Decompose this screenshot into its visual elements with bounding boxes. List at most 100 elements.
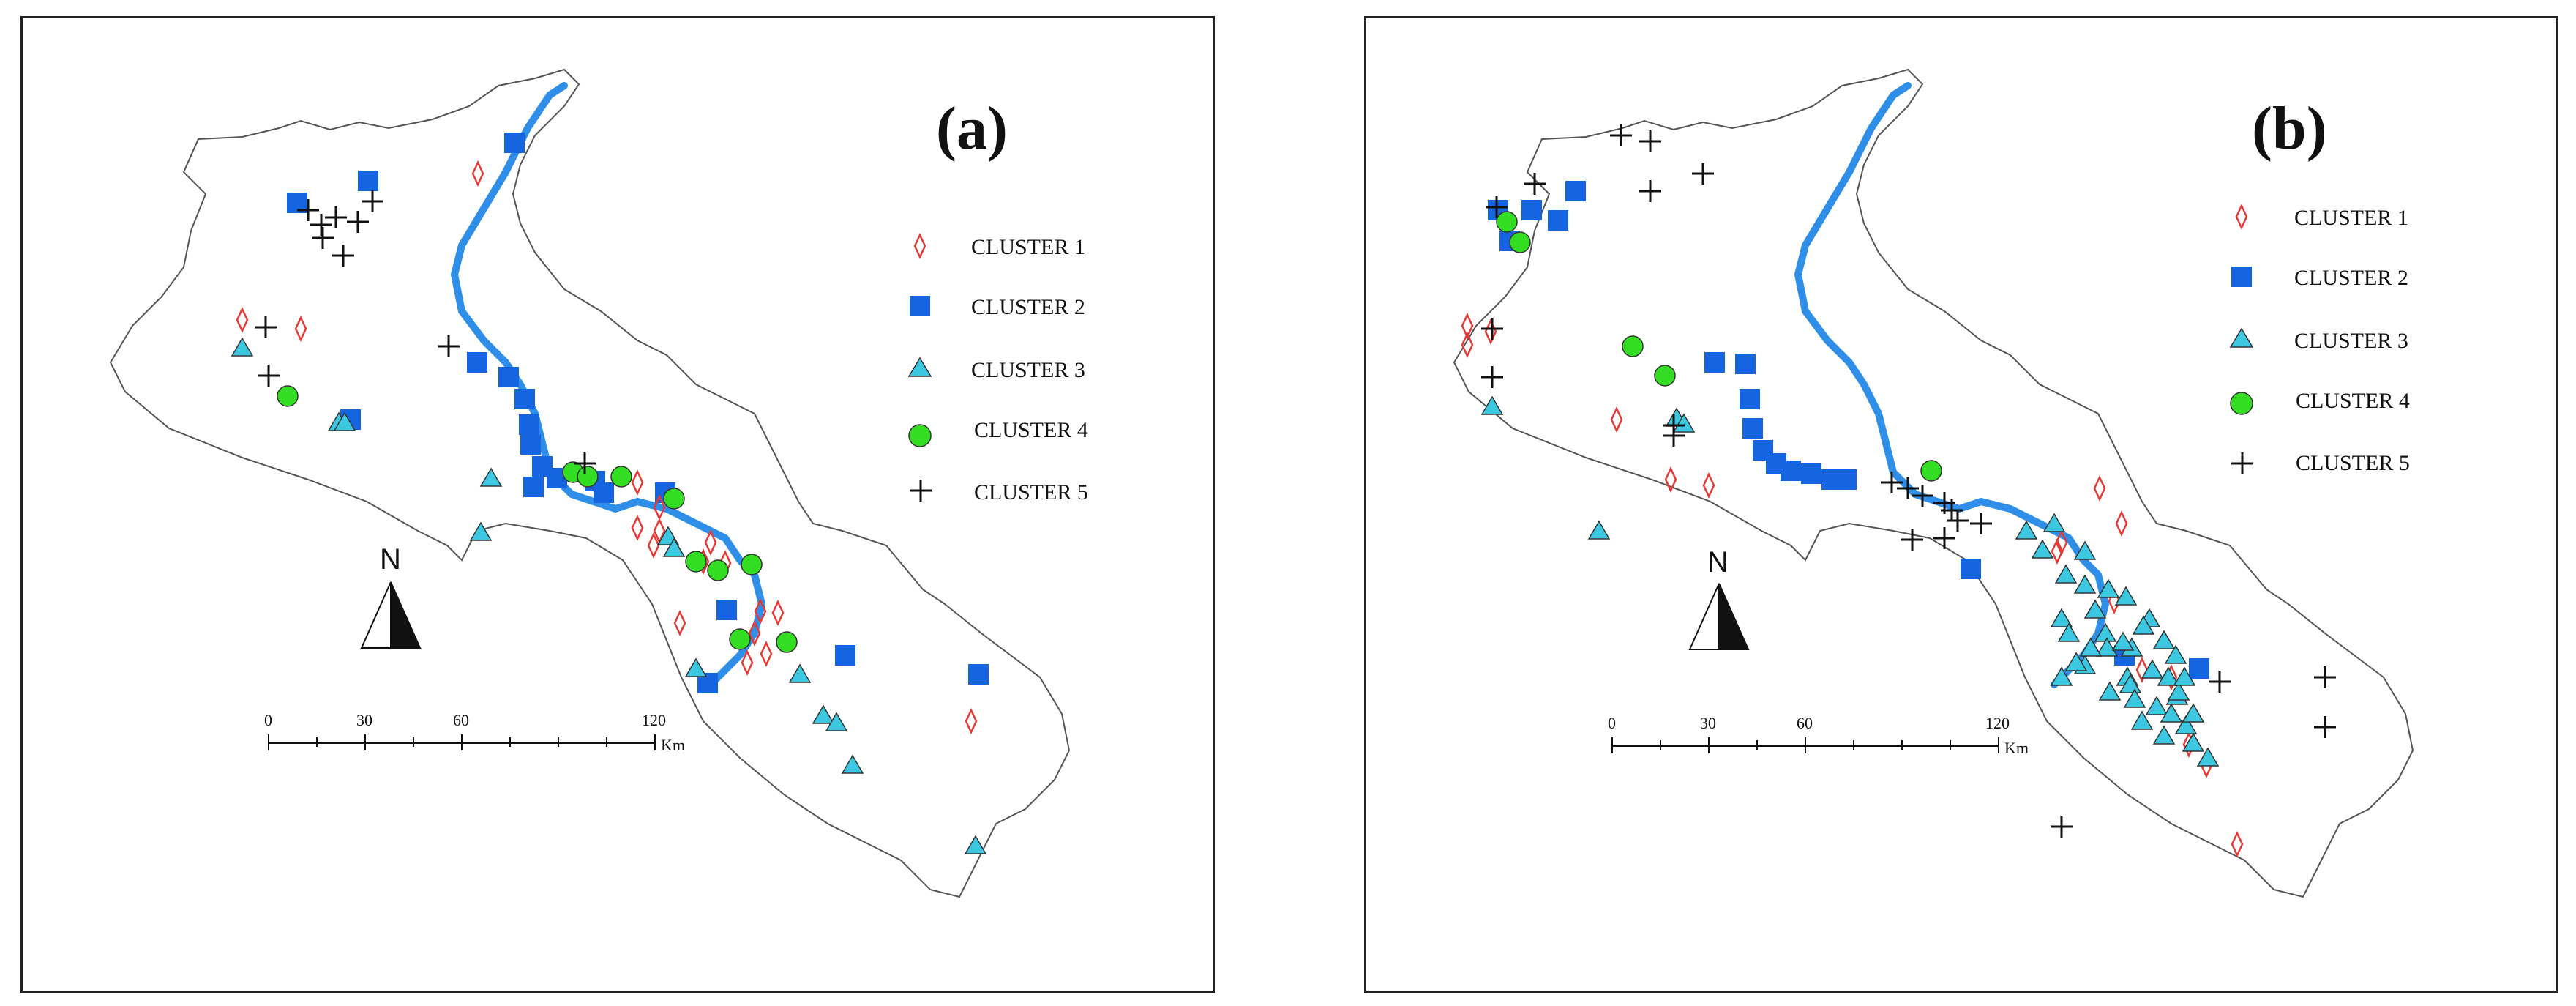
cluster-4-marker [663,488,685,510]
triangle-icon [2229,327,2254,348]
cluster-2-marker [1735,354,1756,374]
cluster-5-marker [438,335,460,357]
cluster-1-marker [2051,538,2064,565]
cluster-3-marker [1480,395,1504,415]
cluster-1-marker [1484,318,1497,345]
cluster-2-marker [1801,463,1821,484]
square-icon [910,296,930,316]
cluster-3-marker [2167,681,2190,701]
cluster-1-marker [1610,406,1623,433]
scale-tick-label: 120 [1985,714,2010,732]
basin-boundary [1453,68,2414,898]
cluster-5-marker [1486,196,1508,218]
cluster-3-marker [1587,520,1611,540]
cluster-3-marker [841,754,864,774]
cluster-5-marker [2209,671,2231,693]
legend-label: CLUSTER 1 [2294,206,2408,230]
cluster-3-marker [684,657,708,677]
river [1794,82,2109,688]
scale-tick-label: 60 [1797,714,1813,732]
map-panel-a: (a) CLUSTER 1 CLUSTER 2 CLUSTER 3 CLUSTE… [20,16,1215,993]
cluster-1-marker [2135,657,2149,683]
cluster-3-marker [2098,681,2122,701]
cluster-2-marker [1565,181,1586,201]
cluster-1-marker [1461,313,1474,339]
cluster-3-marker [2157,666,2180,686]
cluster-3-marker [1672,413,1696,433]
cluster-4-marker [729,628,751,650]
scale-tick-label: 0 [264,711,272,729]
cluster-4-marker [741,554,763,575]
cluster-5-marker [1663,425,1685,447]
cluster-3-marker [2057,622,2081,642]
cluster-5-marker [325,206,347,228]
cluster-3-marker [2050,608,2073,627]
markers-b [1461,124,2336,857]
cluster-5-marker [1901,529,1923,551]
cluster-1-marker [771,600,785,626]
cluster-1-marker [2231,831,2244,857]
cluster-4-marker [1509,231,1531,253]
cluster-3-marker [2073,540,2097,560]
cluster-4-marker [1654,365,1676,387]
legend-label: CLUSTER 3 [971,358,1085,382]
cluster-3-marker [2164,644,2187,664]
cluster-3-marker [2015,520,2038,540]
legend-label: CLUSTER 5 [974,480,1088,504]
map-b-svg: CLUSTER 1 CLUSTER 2 CLUSTER 3 CLUSTER 4 … [1453,68,2414,898]
cluster-3-marker [2182,732,2205,752]
north-arrow: N [360,543,422,649]
cluster-3-marker [2145,696,2168,715]
cluster-5-marker [1481,318,1503,340]
cluster-3-marker [2141,659,2164,679]
cluster-2-marker [520,434,541,455]
cluster-5-marker [574,452,596,474]
legend-label: CLUSTER 5 [2296,451,2410,475]
cluster-2-marker [1704,352,1725,373]
cluster-5-marker [362,190,383,212]
circle-icon [2230,392,2253,415]
cluster-5-marker [1481,366,1503,388]
cluster-5-marker [1941,499,1963,521]
cluster-3-marker [2173,666,2196,686]
cluster-5-marker [1881,472,1903,493]
scale-bar: 0 30 60 120 Km [1608,714,2029,757]
cluster-1-marker [754,598,767,625]
cluster-5-marker [347,211,369,233]
cluster-3-marker [812,704,835,724]
cluster-3-marker [2054,564,2078,584]
cluster-5-marker [1897,477,1919,499]
cluster-2-marker [1836,469,1857,490]
cluster-5-marker [1692,163,1714,185]
cluster-5-marker [1933,527,1955,549]
cluster-2-marker [1742,418,1763,439]
cluster-5-marker [1639,130,1661,152]
cluster-4-marker [1920,460,1942,482]
north-arrow-right-icon [1718,583,1750,650]
cluster-4-marker [277,385,299,407]
legend: CLUSTER 1 CLUSTER 2 CLUSTER 3 CLUSTER 4 … [2229,204,2410,475]
cluster-2-marker [523,477,544,497]
cluster-1-marker [1664,466,1677,493]
cluster-5-marker [1639,180,1661,202]
cluster-1-marker [760,641,773,667]
cluster-3-marker [2114,586,2138,606]
cluster-1-marker [631,469,644,496]
cluster-5-marker [332,245,354,267]
cluster-4-marker [610,466,632,488]
scale-tick-label: 120 [642,711,666,729]
cluster-2-marker [514,389,535,409]
cluster-5-marker [2314,716,2336,738]
cluster-1-marker [2115,510,2128,537]
cluster-4-marker [707,559,729,581]
basin-boundary [109,68,1071,898]
cluster-3-marker [2174,715,2198,734]
cluster-2-marker [498,367,519,387]
cluster-5-marker [2051,816,2073,838]
cluster-3-marker [2083,599,2107,619]
north-arrow-right-icon [390,581,422,649]
cluster-2-marker [1521,200,1542,220]
cluster-5-marker [297,199,319,221]
scale-tick-label: 60 [453,711,469,729]
cluster-3-marker [788,663,812,683]
